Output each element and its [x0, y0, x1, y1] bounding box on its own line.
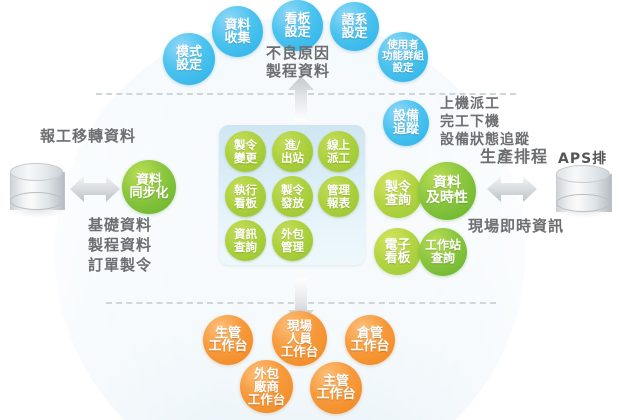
- bubble-equipment-tracking[interactable]: 設備 追蹤: [383, 100, 429, 146]
- bubble-line: 追蹤: [392, 122, 419, 137]
- bubble-line: 使用者: [387, 38, 419, 51]
- button-line: 製令: [281, 183, 304, 197]
- bubble-line: 設定: [392, 61, 414, 74]
- button-line: 出站: [281, 150, 304, 165]
- bubble-line: 看板: [284, 11, 311, 27]
- bubble-warehouse-desk[interactable]: 倉管 工作台: [345, 315, 395, 365]
- button-line: 查詢: [234, 239, 257, 254]
- label-equipment-tracking-text: 上機派工 完工下機 設備狀態追蹤: [440, 96, 530, 148]
- button-line: 外包: [281, 227, 304, 241]
- bubble-line: 設定: [341, 25, 368, 41]
- button-line: 資訊: [234, 227, 257, 241]
- button-work-order-issue[interactable]: 製令 發放: [272, 176, 313, 217]
- bubble-line: 工作台: [280, 344, 319, 359]
- bubble-line: 設定: [284, 24, 311, 40]
- bubble-line: 同步化: [129, 186, 169, 201]
- bubble-line: 製令: [384, 180, 411, 195]
- bubble-line: 主管: [322, 374, 349, 389]
- bubble-line: 語系: [341, 12, 368, 28]
- button-info-query[interactable]: 資訊 查詢: [225, 220, 266, 261]
- bubble-line: 外包: [253, 366, 279, 381]
- button-line: 報表: [327, 195, 350, 210]
- button-work-order-change[interactable]: 製令 變更: [225, 131, 266, 172]
- bubble-line: 資料: [433, 175, 461, 191]
- button-line: 執行: [234, 183, 257, 197]
- button-line: 發放: [281, 195, 304, 210]
- bubble-line: 人員: [286, 331, 312, 346]
- bubble-production-control-desk[interactable]: 生管 工作台: [203, 315, 253, 365]
- bubble-data-sync[interactable]: 資料 同步化: [122, 160, 176, 214]
- button-line: 變更: [234, 150, 257, 165]
- erp-database-icon: [10, 163, 65, 212]
- bubble-user-group-setting[interactable]: 使用者 功能群組 設定: [378, 32, 428, 82]
- bubble-line: 現場: [286, 318, 312, 333]
- label-realtime-shopfloor-info: 現場即時資訊: [468, 217, 565, 235]
- bubble-line: 倉管: [356, 326, 383, 341]
- bubble-line: 資料: [224, 17, 251, 33]
- bubble-line: 工作台: [208, 339, 248, 354]
- button-management-report[interactable]: 管理 報表: [318, 176, 359, 217]
- bubble-line: 廠商: [253, 379, 279, 394]
- bubble-supervisor-desk[interactable]: 主管 工作台: [310, 362, 362, 414]
- arrow-bidirectional-left-icon: [70, 176, 120, 202]
- arrow-up-icon: [288, 76, 314, 122]
- button-line: 製令: [234, 138, 257, 152]
- bubble-line: 功能群組: [382, 50, 424, 63]
- button-execution-kanban[interactable]: 執行 看板: [225, 176, 266, 217]
- bubble-work-order-query[interactable]: 製令 查詢: [374, 170, 422, 218]
- button-line: 線上: [327, 138, 350, 152]
- bubble-line: 生管: [214, 326, 241, 341]
- bubble-kanban-setting[interactable]: 看板 設定: [272, 0, 323, 51]
- bubble-line: 模式: [175, 45, 202, 60]
- bubble-line: 設備: [392, 109, 419, 124]
- bubble-mode-setting[interactable]: 模式 設定: [163, 33, 215, 85]
- label-base-data-list: 基礎資料 製程資料 訂單製令: [88, 216, 153, 274]
- bubble-line: 工作台: [316, 387, 356, 402]
- bubble-shopfloor-staff-desk[interactable]: 現場 人員 工作台: [272, 311, 327, 366]
- arrow-bidirectional-right-icon: [487, 176, 537, 202]
- bubble-line: 看板: [384, 250, 411, 266]
- bubble-line: 設定: [175, 58, 202, 73]
- bubble-line: 查詢: [430, 251, 455, 265]
- bubble-e-kanban[interactable]: 電子 看板: [374, 228, 421, 275]
- bubble-workstation-query[interactable]: 工作站 查詢: [419, 228, 467, 276]
- label-defect-process-data: 不良原因 製程資料: [266, 44, 331, 80]
- bubble-line: 查詢: [384, 193, 411, 208]
- bubble-line: 工作站: [424, 238, 461, 252]
- bubble-line: 工作台: [350, 339, 390, 354]
- button-line: 管理: [281, 239, 304, 254]
- center-module-grid: 製令 變更 進/ 出站 線上 派工 執行 看板 製令 發放 管理 報表 資訊 查…: [225, 131, 359, 261]
- bubble-data-timeliness[interactable]: 資料 及時性: [418, 162, 476, 220]
- bubble-line: 電子: [384, 237, 411, 253]
- aps-database-icon: [556, 165, 612, 213]
- button-line: 進/: [284, 138, 301, 152]
- bubble-line: 及時性: [426, 190, 468, 206]
- bubble-data-collect[interactable]: 資料 收集: [212, 6, 263, 57]
- button-line: 看板: [234, 195, 257, 210]
- button-in-out-station[interactable]: 進/ 出站: [272, 131, 313, 172]
- bubble-line: 收集: [224, 30, 251, 46]
- label-production-schedule: 生產排程: [480, 147, 549, 166]
- button-line: 派工: [327, 150, 350, 165]
- bubble-line: 工作台: [247, 392, 286, 407]
- bubble-language-setting[interactable]: 語系 設定: [330, 2, 379, 51]
- button-online-dispatch[interactable]: 線上 派工: [318, 131, 359, 172]
- button-line: 管理: [327, 183, 350, 197]
- bubble-line: 資料: [135, 173, 162, 188]
- bubble-outsourcing-vendor-desk[interactable]: 外包 廠商 工作台: [240, 360, 293, 413]
- label-report-transfer-data: 報工移轉資料: [40, 127, 137, 145]
- button-outsourcing-mgmt[interactable]: 外包 管理: [272, 220, 313, 261]
